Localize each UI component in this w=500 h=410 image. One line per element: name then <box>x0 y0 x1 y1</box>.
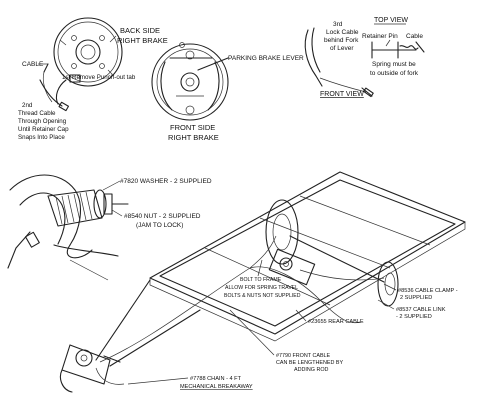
third-step-label-line1: 3rd <box>333 21 343 28</box>
back-side-cable-end <box>39 79 70 112</box>
front-side-brake-drawing <box>151 42 229 121</box>
front-cable-label: #7790 FRONT CABLE <box>276 353 331 359</box>
step2-label-line4: Until Retainer Cap <box>18 126 69 133</box>
cable-link-label: #8537 CABLE LINK <box>396 307 446 313</box>
back-side-brake-drawing <box>42 17 123 105</box>
spring-note-line2: to outside of fork <box>370 70 419 77</box>
front-view-lever-drawing <box>304 27 374 98</box>
cable-top-view-label: Cable <box>406 33 423 40</box>
cable-clamp-label: #8536 CABLE CLAMP - <box>398 288 458 294</box>
cable-label: CABLE <box>22 61 44 68</box>
bolts-nuts-not-supplied-label: BOLTS & NUTS NOT SUPPLIED <box>224 293 301 299</box>
nut-jam-label: (JAM TO LOCK) <box>136 222 183 229</box>
cable-clamp-qty-label: 2 SUPPLIED <box>400 295 432 301</box>
cable-fitting-detail-drawing <box>7 174 129 281</box>
back-side-label: BACK SIDE <box>120 26 160 35</box>
step2-label-line5: Snaps Into Place <box>18 134 65 141</box>
front-cable-lengthen-label: CAN BE LENGTHENED BY <box>276 360 344 366</box>
third-step-label-line2: Lock Cable <box>326 29 359 36</box>
mechanical-breakaway-label: MECHANICAL BREAKAWAY <box>180 384 253 390</box>
step2-label-line3: Through Opening <box>18 118 67 125</box>
third-step-label-line4: of Lever <box>330 45 354 52</box>
nut-label: #8540 NUT - 2 SUPPLIED <box>124 213 201 220</box>
cable-link-qty-label: - 2 SUPPLIED <box>396 314 432 320</box>
front-side-label: FRONT SIDE <box>170 123 215 132</box>
allow-spring-travel-label: ALLOW FOR SPRING TRAVEL <box>225 285 298 291</box>
step1-label: 1st Remove Punch-out tab <box>62 74 136 81</box>
top-view-label: TOP VIEW <box>374 17 408 24</box>
bolt-to-frame-label: BOLT TO FRAME <box>240 277 282 283</box>
washer-label: #7820 WASHER - 2 SUPPLIED <box>120 178 212 185</box>
back-side-right-brake-label: RIGHT BRAKE <box>117 36 168 45</box>
front-cable-add-rod-label: ADDING ROD <box>294 367 329 373</box>
front-side-right-brake-label: RIGHT BRAKE <box>168 133 219 142</box>
spring-note-line1: Spring must be <box>372 61 416 68</box>
retainer-pin-label: Retainer Pin <box>362 33 398 40</box>
step2-label-line1: 2nd <box>22 102 33 109</box>
step2-label-line2: Thread Cable <box>18 110 56 117</box>
third-step-label-line3: behind Fork <box>324 37 359 44</box>
rear-cable-label: #23655 REAR CABLE <box>308 319 364 325</box>
front-view-label: FRONT VIEW <box>320 91 364 98</box>
trailer-frame-drawing <box>59 171 466 393</box>
chain-label: #7788 CHAIN - 4 FT <box>190 376 242 382</box>
parking-brake-lever-label: PARKING BRAKE LEVER <box>228 55 304 62</box>
top-view-fork-drawing <box>371 39 425 59</box>
